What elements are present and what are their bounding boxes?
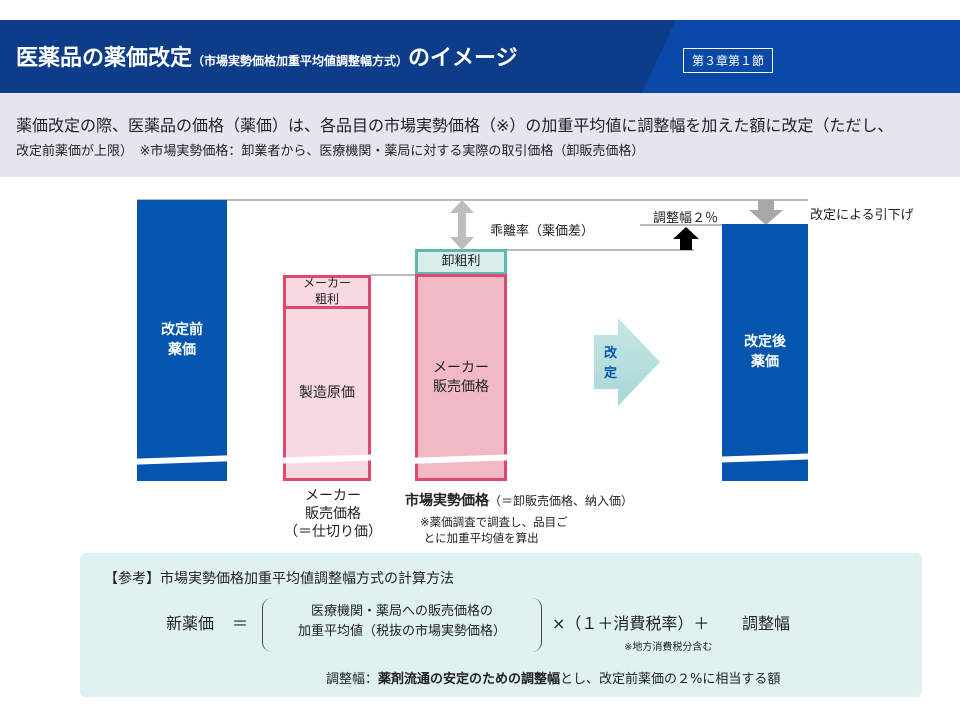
lead-band <box>0 93 960 177</box>
guide-line <box>507 249 694 251</box>
maker-margin-box: メーカー粗利 <box>283 275 371 309</box>
maker-price-box: メーカー販売価格 <box>415 274 507 481</box>
kairi-label: 乖離率（薬価差） <box>490 224 595 239</box>
maker-price-label: メーカー販売価格（＝仕切り価） <box>284 488 382 540</box>
survey-note: ※薬価調査で調査し、品目ご とに加重平均値を算出 <box>420 515 568 545</box>
tax-note: ※地方消費税分含む <box>624 642 713 653</box>
kairi-double-arrow-icon <box>450 200 474 250</box>
formula-bracket: 医療機関・薬局への販売価格の加重平均値（税抜の市場実勢価格） <box>262 598 542 652</box>
reduction-label: 改定による引下げ <box>810 208 914 223</box>
title-end: のイメージ <box>408 46 518 71</box>
page-title: 医薬品の薬価改定（市場実勢価格加重平均値調整幅方式）のイメージ <box>16 40 518 72</box>
guide-line <box>640 224 722 226</box>
up-arrow-icon <box>673 227 699 250</box>
market-price-label: 市場実勢価格（＝卸販売価格、納入価） <box>405 493 634 509</box>
title-sub: （市場実勢価格加重平均値調整幅方式） <box>192 54 409 68</box>
guide-line <box>371 274 415 276</box>
lead-line2: 改定前薬価が上限） ※市場実勢価格：卸業者から、医療機関・薬局に対する実際の取引… <box>16 144 645 159</box>
revise-label: 改定 <box>604 346 618 381</box>
calc-method-box <box>80 553 922 697</box>
equals: ＝ <box>232 614 249 633</box>
before-price-bar: 改定前薬価 <box>137 200 227 481</box>
wholesale-margin-box: 卸粗利 <box>415 249 507 275</box>
tax-factor: ×（１＋消費税率）＋ <box>552 614 710 633</box>
top-guide-line <box>137 199 808 201</box>
revise-arrow-icon <box>594 318 660 406</box>
lead-line1: 薬価改定の際、医薬品の価格（薬価）は、各品目の市場実勢価格（※）の加重平均値に調… <box>16 116 894 135</box>
manufacturing-cost-box: 製造原価 <box>283 306 371 481</box>
adjust-term: 調整幅 <box>742 614 791 633</box>
title-main: 医薬品の薬価改定 <box>16 46 193 71</box>
adjust-definition: 調整幅：薬剤流通の安定のための調整幅とし、改定前薬価の２%に相当する額 <box>326 672 781 687</box>
chapter-badge: 第３章第１節 <box>683 48 774 73</box>
new-price-label: 新薬価 <box>166 614 215 633</box>
down-arrow-icon <box>749 200 783 225</box>
after-price-bar: 改定後薬価 <box>722 224 808 481</box>
calc-heading: 【参考】市場実勢価格加重平均値調整幅方式の計算方法 <box>104 571 454 587</box>
adjust-label: 調整幅２％ <box>653 211 719 226</box>
header-band <box>0 20 960 93</box>
